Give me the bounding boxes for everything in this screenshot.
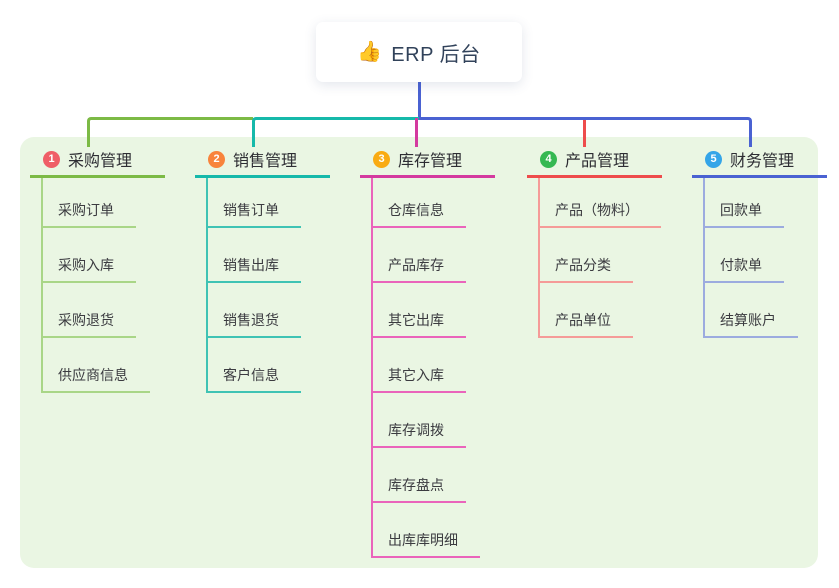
branch-label: 库存管理 bbox=[398, 153, 463, 170]
branch-connector-line bbox=[206, 178, 208, 393]
branch-underline bbox=[360, 175, 495, 178]
branch-number-badge: 5 bbox=[705, 150, 722, 168]
branch-2: 2 销售管理 销售订单销售出库销售退货客户信息 bbox=[195, 137, 355, 568]
sub-item[interactable]: 仓库信息 bbox=[371, 202, 466, 228]
branch-underline bbox=[692, 175, 827, 178]
mindmap-panel bbox=[20, 137, 818, 568]
connector-branch-1 bbox=[87, 117, 253, 147]
sub-item[interactable]: 采购退货 bbox=[41, 312, 136, 338]
thumbs-up-icon: 👍 bbox=[357, 41, 383, 63]
branch-underline bbox=[30, 175, 165, 178]
branch-number-badge: 3 bbox=[373, 150, 390, 168]
sub-item[interactable]: 采购入库 bbox=[41, 257, 136, 283]
connector-branch-5 bbox=[419, 117, 752, 147]
branch-1: 1 采购管理 采购订单采购入库采购退货供应商信息 bbox=[30, 137, 190, 568]
sub-item[interactable]: 销售订单 bbox=[206, 202, 301, 228]
branch-3: 3 库存管理 仓库信息产品库存其它出库其它入库库存调拨库存盘点出库库明细 bbox=[360, 137, 520, 568]
connector-branch-4 bbox=[583, 117, 586, 147]
root-node[interactable]: 👍 ERP 后台 bbox=[316, 22, 522, 82]
sub-item[interactable]: 回款单 bbox=[703, 202, 784, 228]
sub-item[interactable]: 销售出库 bbox=[206, 257, 301, 283]
sub-item[interactable]: 销售退货 bbox=[206, 312, 301, 338]
branch-header[interactable]: 1 采购管理 bbox=[43, 149, 133, 170]
branch-connector-line bbox=[371, 178, 373, 558]
sub-item[interactable]: 采购订单 bbox=[41, 202, 136, 228]
branch-header[interactable]: 5 财务管理 bbox=[705, 149, 795, 170]
sub-item[interactable]: 其它出库 bbox=[371, 312, 466, 338]
connector-branch-2 bbox=[252, 117, 420, 147]
branch-header[interactable]: 4 产品管理 bbox=[540, 149, 630, 170]
sub-item[interactable]: 产品单位 bbox=[538, 312, 633, 338]
sub-item[interactable]: 产品库存 bbox=[371, 257, 466, 283]
branch-header[interactable]: 2 销售管理 bbox=[208, 149, 298, 170]
sub-item[interactable]: 出库库明细 bbox=[371, 532, 480, 558]
sub-item[interactable]: 结算账户 bbox=[703, 312, 798, 338]
branch-connector-line bbox=[538, 178, 540, 338]
sub-item[interactable]: 供应商信息 bbox=[41, 367, 150, 393]
branch-number-badge: 4 bbox=[540, 150, 557, 168]
trunk-connector bbox=[418, 82, 421, 120]
connector-branch-3 bbox=[415, 118, 418, 147]
branch-number-badge: 1 bbox=[43, 150, 60, 168]
branch-header[interactable]: 3 库存管理 bbox=[373, 149, 463, 170]
sub-item[interactable]: 产品分类 bbox=[538, 257, 633, 283]
sub-item[interactable]: 库存调拨 bbox=[371, 422, 466, 448]
branch-underline bbox=[527, 175, 662, 178]
branch-label: 产品管理 bbox=[565, 153, 630, 170]
sub-item[interactable]: 库存盘点 bbox=[371, 477, 466, 503]
sub-item[interactable]: 客户信息 bbox=[206, 367, 301, 393]
branch-underline bbox=[195, 175, 330, 178]
branch-label: 销售管理 bbox=[233, 153, 298, 170]
branch-label: 财务管理 bbox=[730, 153, 795, 170]
sub-item[interactable]: 产品（物料） bbox=[538, 202, 661, 228]
sub-item[interactable]: 其它入库 bbox=[371, 367, 466, 393]
root-node-label: ERP 后台 bbox=[391, 43, 481, 66]
sub-item[interactable]: 付款单 bbox=[703, 257, 784, 283]
branch-connector-line bbox=[41, 178, 43, 393]
branch-label: 采购管理 bbox=[68, 153, 133, 170]
branch-number-badge: 2 bbox=[208, 150, 225, 168]
branch-5: 5 财务管理 回款单付款单结算账户 bbox=[692, 137, 839, 568]
branch-connector-line bbox=[703, 178, 705, 338]
branch-4: 4 产品管理 产品（物料） 产品分类产品单位 bbox=[527, 137, 687, 568]
